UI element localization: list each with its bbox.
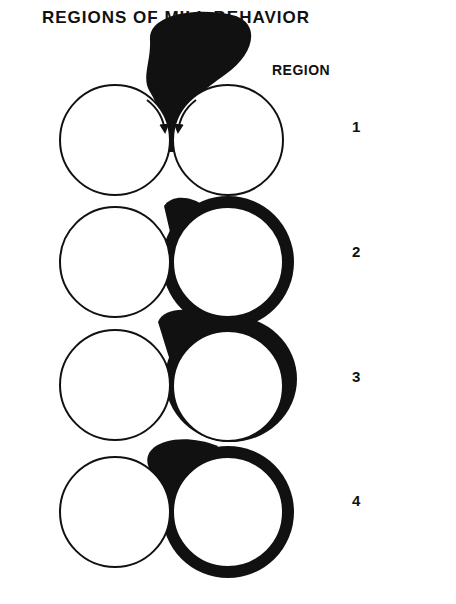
region-number: 3 [352, 368, 360, 385]
region-number: 2 [352, 243, 360, 260]
column-heading: REGION [272, 62, 330, 78]
region-1-rolls [60, 12, 283, 195]
region-2-rolls [60, 196, 294, 328]
region-3-rolls [60, 310, 297, 442]
region-number: 1 [352, 118, 360, 135]
diagram-title: REGIONS OF MILL BEHAVIOR [42, 8, 310, 28]
region-number: 4 [352, 492, 360, 509]
region-4-rolls [60, 439, 294, 578]
